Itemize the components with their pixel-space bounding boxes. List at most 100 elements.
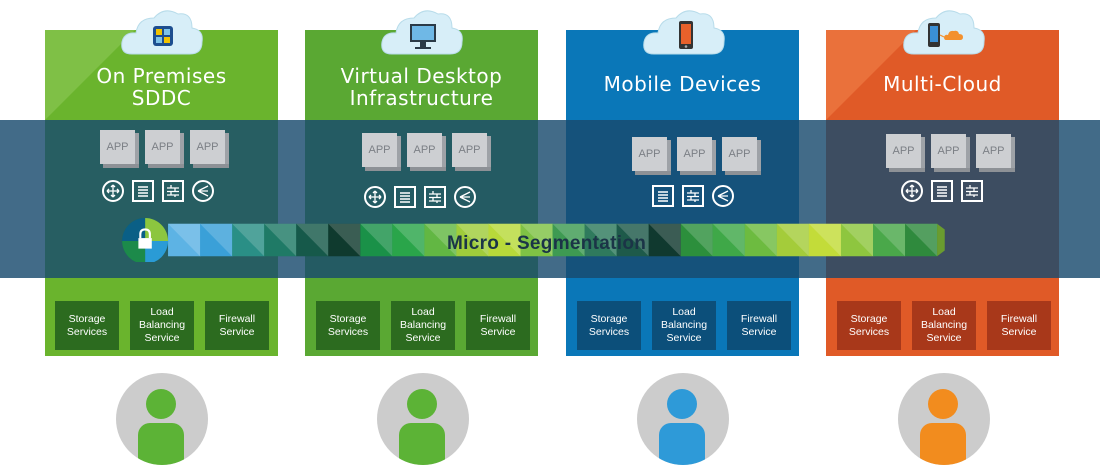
segment-facet — [296, 223, 329, 257]
user-head — [667, 389, 697, 419]
segment-block — [328, 223, 361, 257]
segment-block — [680, 223, 714, 257]
user-head — [407, 389, 437, 419]
user-head — [146, 389, 176, 419]
segment-facet — [360, 223, 393, 257]
user-avatar — [898, 373, 990, 465]
services-multi-cloud: Storage Services Load Balancing Service … — [837, 301, 1051, 350]
column-highlight — [45, 30, 135, 120]
firewall-service-box: Firewall Service — [466, 301, 530, 350]
segment-block — [232, 223, 265, 257]
segment-facet — [712, 223, 745, 257]
services-on-premises: Storage Services Load Balancing Service … — [55, 301, 269, 350]
user-body — [138, 423, 184, 465]
micro-segmentation-label: Micro - Segmentation — [447, 233, 647, 254]
app-group-mobile-devices: APP APP APP — [632, 137, 761, 175]
segment-block — [744, 223, 778, 257]
segment-block — [424, 223, 457, 257]
app-block: APP — [931, 134, 970, 172]
security-lock-icon — [122, 218, 169, 262]
storage-services-box: Storage Services — [577, 301, 641, 350]
cloud-icon — [381, 10, 463, 55]
app-block: APP — [145, 130, 184, 168]
segment-facet — [168, 223, 201, 257]
segment-facet — [200, 223, 233, 257]
app-group-virtual-desktop: APP APP APP — [362, 133, 491, 171]
segment-block — [264, 223, 297, 257]
list-icon — [931, 180, 953, 202]
firewall-brick-icon — [961, 180, 983, 202]
data-center-icon — [153, 26, 173, 46]
app-block: APP — [452, 133, 491, 171]
segment-block — [360, 223, 393, 257]
router-icon — [102, 180, 124, 202]
app-block: APP — [886, 134, 925, 172]
app-block: APP — [976, 134, 1015, 172]
app-block: APP — [362, 133, 401, 171]
network-service-icons — [364, 186, 476, 208]
segment-block — [200, 223, 233, 257]
segment-block — [296, 223, 329, 257]
cloud-icon — [903, 10, 985, 55]
services-mobile-devices: Storage Services Load Balancing Service … — [577, 301, 791, 350]
app-block: APP — [100, 130, 139, 168]
user-body — [920, 423, 966, 465]
cloud-icon — [643, 10, 725, 55]
firewall-service-box: Firewall Service — [987, 301, 1051, 350]
storage-services-box: Storage Services — [316, 301, 380, 350]
segment-facet — [873, 223, 906, 257]
desktop-monitor-icon — [410, 24, 436, 49]
load-balancing-service-box: Load Balancing Service — [391, 301, 455, 350]
segment-block — [584, 223, 618, 257]
firewall-brick-icon — [424, 186, 446, 208]
segment-block — [840, 223, 874, 257]
segment-facet — [680, 223, 713, 257]
segment-facet — [584, 223, 617, 257]
segment-block — [776, 223, 810, 257]
load-balancing-service-box: Load Balancing Service — [130, 301, 194, 350]
segment-facet — [840, 223, 873, 257]
segment-block — [168, 223, 201, 257]
app-group-on-premises: APP APP APP — [100, 130, 229, 168]
segment-facet — [648, 223, 681, 257]
load-balancer-icon — [712, 185, 734, 207]
segment-block — [905, 223, 938, 257]
segment-bar-end — [937, 223, 945, 257]
segment-block — [456, 223, 489, 257]
load-balancing-service-box: Load Balancing Service — [652, 301, 716, 350]
segment-facet — [488, 223, 521, 257]
segment-facet — [616, 223, 649, 257]
segment-block — [648, 223, 682, 257]
segment-facet — [744, 223, 777, 257]
app-block: APP — [677, 137, 716, 175]
user-body — [399, 423, 445, 465]
column-title: Multi-Cloud — [883, 72, 1002, 96]
segment-block — [488, 223, 521, 257]
app-block: APP — [632, 137, 671, 175]
firewall-brick-icon — [162, 180, 184, 202]
phone-cloud-icon — [928, 23, 963, 47]
segment-block — [712, 223, 746, 257]
segment-block — [616, 223, 650, 257]
segment-facet — [808, 223, 841, 257]
user-body — [659, 423, 705, 465]
load-balancer-icon — [454, 186, 476, 208]
segment-block — [552, 223, 586, 257]
app-block: APP — [722, 137, 761, 175]
list-icon — [132, 180, 154, 202]
segment-facet — [392, 223, 425, 257]
router-icon — [364, 186, 386, 208]
segment-block — [520, 223, 554, 257]
micro-segmentation-bar — [122, 218, 945, 262]
list-icon — [652, 185, 674, 207]
column-title: Mobile Devices — [603, 72, 762, 96]
segment-facet — [232, 223, 265, 257]
app-block: APP — [190, 130, 229, 168]
segment-block — [392, 223, 425, 257]
segment-block — [808, 223, 842, 257]
load-balancer-icon — [192, 180, 214, 202]
cloud-icon — [121, 10, 203, 55]
load-balancing-service-box: Load Balancing Service — [912, 301, 976, 350]
